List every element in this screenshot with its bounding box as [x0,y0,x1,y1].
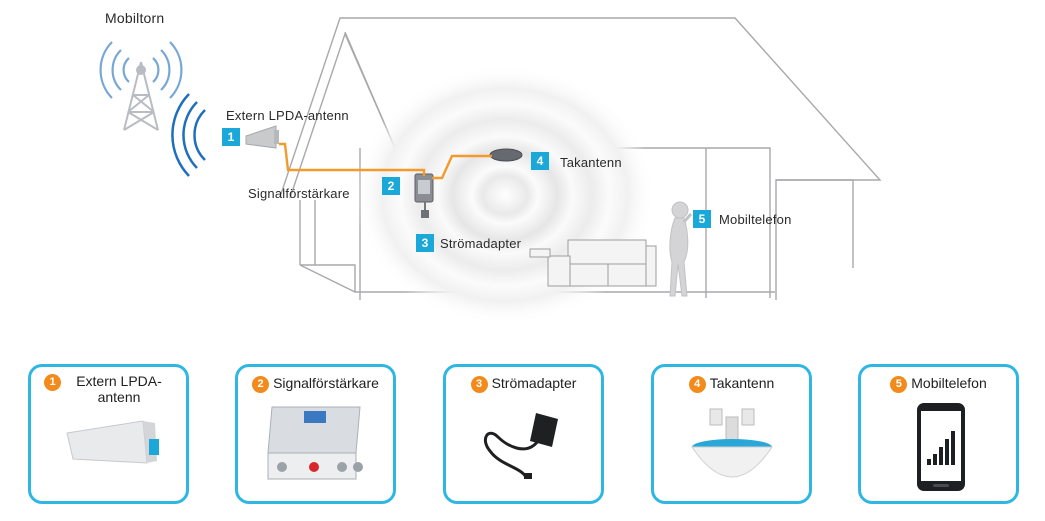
card-3-number: 3 [470,376,488,393]
person-silhouette-icon [669,201,693,297]
ceiling-antenna-icon [691,408,773,478]
sofa-icon [529,239,657,287]
step-2-label: Signalförstärkare [248,186,350,201]
card-4-number: 4 [688,376,706,393]
card-5-number: 5 [890,376,908,393]
step-3-badge: 3 [416,234,434,252]
step-5-badge: 5 [693,210,711,228]
card-lpda-antenna: 1 Extern LPDA-antenn [28,364,189,504]
power-adapter-icon [484,413,558,479]
card-2-title-text: Signalförstärkare [273,375,379,391]
step-1-label: Extern LPDA-antenn [226,108,349,123]
card-1-title-text: Extern LPDA-antenn [76,373,162,405]
step-4-label: Takantenn [560,155,622,170]
smartphone-icon [917,403,965,491]
card-3-title-text: Strömadapter [491,375,577,391]
coax-cable [279,142,492,180]
card-2-number: 2 [252,376,270,393]
step-5-label: Mobiltelefon [719,212,792,227]
step-3-label: Strömadapter [440,236,522,251]
cell-tower-icon [123,61,159,131]
card-1-number: 1 [44,374,61,391]
step-4-badge: 4 [531,152,549,170]
step-1-badge: 1 [222,128,240,146]
outdoor-antenna-icon [245,125,279,149]
signal-booster-device-icon [414,173,434,218]
card-5-title-text: Mobiltelefon [911,375,987,391]
tower-signal-waves-icon [99,41,183,99]
antenna-signal-waves-icon [171,93,206,177]
signal-booster-icon [267,406,363,480]
card-1-title: 1 Extern LPDA-antenn [31,373,186,405]
ceiling-antenna-device-icon [489,148,523,162]
lpda-antenna-icon [66,420,159,464]
step-2-badge: 2 [382,177,400,195]
tower-label: Mobiltorn [105,10,165,26]
card-4-title-text: Takantenn [709,375,775,391]
